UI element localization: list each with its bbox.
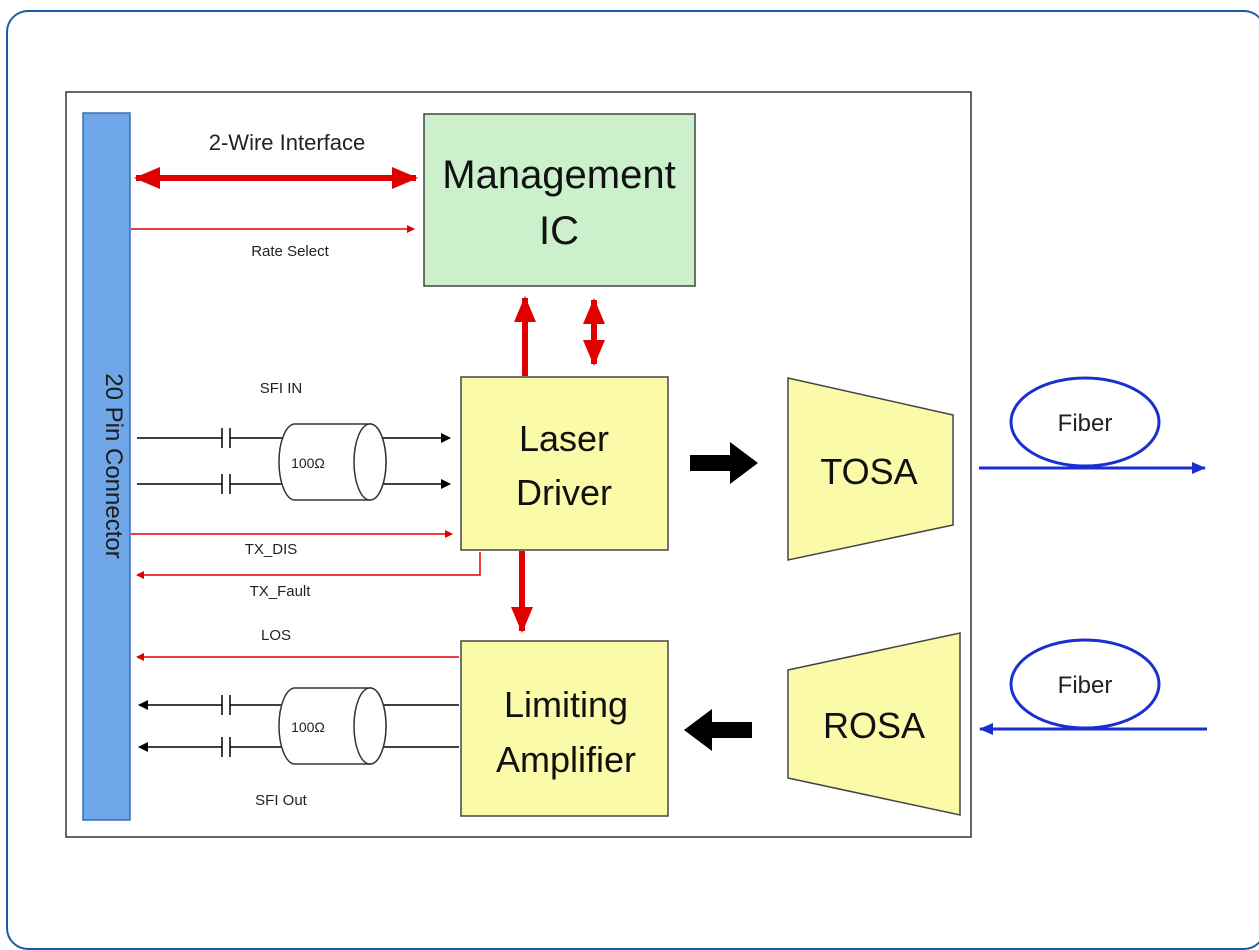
connector-label: 20 Pin Connector [100,373,127,558]
rate-select-label: Rate Select [251,243,329,260]
los-label: LOS [261,627,291,644]
management-ic-block [423,113,696,287]
tx-dis-label: TX_DIS [245,541,298,558]
tosa-label: TOSA [820,451,917,492]
tosa-block [787,377,954,561]
tx-fiber-label: Fiber [1058,410,1113,437]
management-ic-line1: Management [442,153,675,197]
limiting-amplifier-line2: Amplifier [496,739,636,780]
laser-driver-line1: Laser [519,418,609,459]
tx-fiber-loop [1009,376,1161,468]
sfi-in-lines [137,428,451,494]
sfi-in-label: SFI IN [260,380,303,397]
sfi-out-label: SFI Out [255,792,308,809]
sfi-out-cable-cylinder [278,687,387,765]
limiting-amplifier-block [460,640,669,817]
rosa-block [787,632,961,816]
rosa-to-amplifier-arrow [684,709,752,751]
laser-driver-block [460,376,669,551]
limiting-amplifier-line1: Limiting [504,684,628,725]
tx-fault-label: TX_Fault [250,583,312,600]
sfi-in-impedance: 100Ω [291,455,325,471]
sfi-in-cable-cylinder [278,423,387,501]
management-ic-line2: IC [539,209,579,253]
transceiver-block-diagram: 20 Pin Connector Management IC Laser Dri… [65,91,1207,838]
connector-bar [82,112,131,821]
sfi-out-impedance: 100Ω [291,719,325,735]
laser-driver-line2: Driver [516,472,612,513]
rx-fiber-label: Fiber [1058,672,1113,699]
rosa-label: ROSA [823,705,925,746]
two-wire-label: 2-Wire Interface [209,130,366,155]
tx-fault-arrow [136,552,481,579]
driver-to-tosa-arrow [690,442,758,484]
